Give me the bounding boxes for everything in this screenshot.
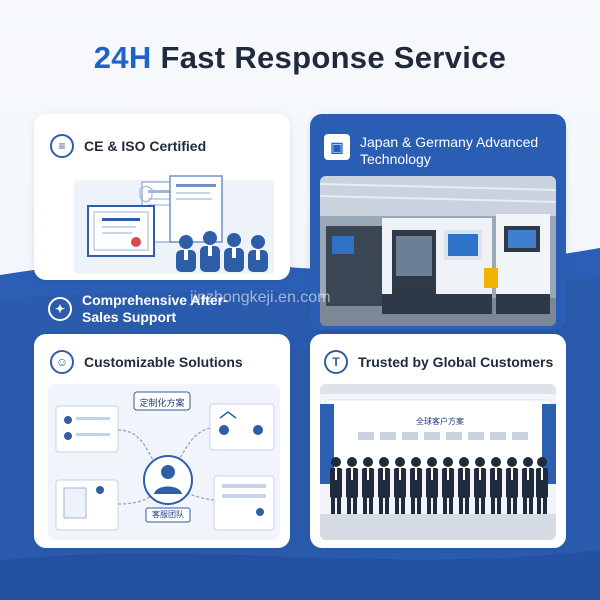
custom-card: ☺ Customizable Solutions bbox=[34, 334, 290, 548]
team-label: 客服团队 bbox=[152, 510, 184, 519]
global-card: T Trusted by Global Customers bbox=[310, 334, 566, 548]
certified-card: ≡ CE & ISO Certified bbox=[34, 114, 290, 280]
global-title: Trusted by Global Customers bbox=[358, 353, 554, 370]
technology-title: Japan & Germany Advanced Technology bbox=[360, 134, 539, 167]
support-title: Comprehensive After-Sales Support bbox=[82, 292, 228, 325]
custom-title: Customizable Solutions bbox=[84, 353, 243, 370]
watermark: jinzhongkeji.en.com bbox=[190, 289, 331, 306]
certified-title: CE & ISO Certified bbox=[84, 137, 207, 154]
machine-icon: ▣ bbox=[324, 134, 350, 160]
title-accent: 24H bbox=[93, 40, 152, 75]
trophy-icon: T bbox=[324, 350, 348, 374]
technology-card: ▣ Japan & Germany Advanced Technology bbox=[310, 114, 566, 330]
customers-group-photo bbox=[320, 384, 556, 540]
solutions-diagram bbox=[48, 384, 280, 540]
support-heading: ✦ Comprehensive After-Sales Support bbox=[48, 292, 252, 326]
certificates-illustration bbox=[74, 175, 274, 274]
factory-machine-photo bbox=[320, 176, 556, 326]
banner-label: 全球客户方案 bbox=[416, 417, 464, 426]
diagram-label: 定制化方案 bbox=[139, 398, 185, 408]
handshake-icon: ✦ bbox=[48, 297, 72, 321]
title-text: Fast Response Service bbox=[160, 40, 507, 75]
page-title: 24H Fast Response Service bbox=[0, 40, 600, 76]
user-pin-icon: ☺ bbox=[50, 350, 74, 374]
shield-layers-icon: ≡ bbox=[50, 134, 74, 158]
